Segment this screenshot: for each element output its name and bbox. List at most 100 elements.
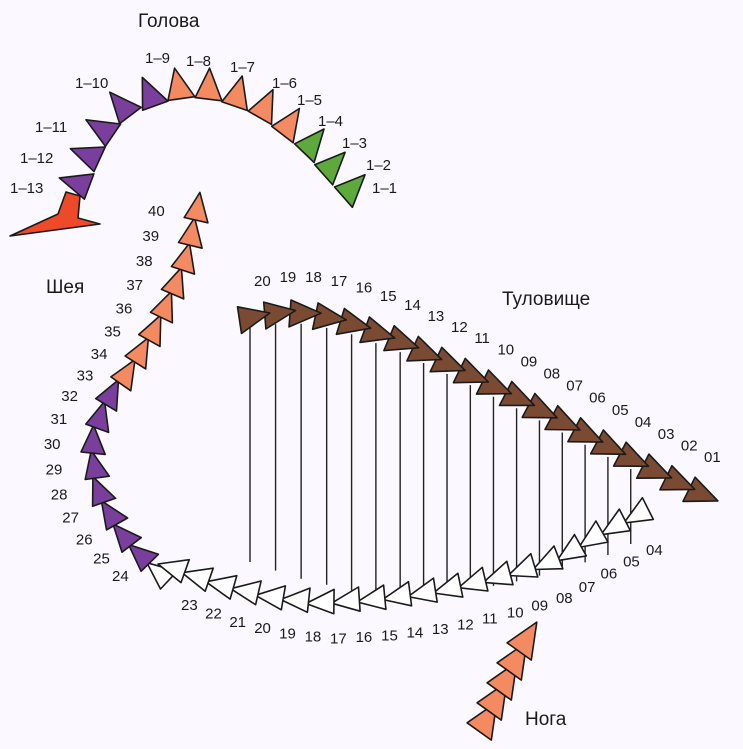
body-bottom-module — [383, 582, 412, 606]
body-top-module-label: 17 — [331, 273, 348, 290]
head-module — [315, 152, 345, 185]
head-module — [195, 68, 222, 101]
body-bottom-module-label: 14 — [407, 624, 424, 641]
neck-module-label: 29 — [46, 461, 63, 478]
head-module — [272, 109, 300, 143]
neck-module-label: 36 — [116, 301, 133, 318]
body-bottom-module — [484, 561, 514, 584]
body-top-module-label: 09 — [521, 353, 538, 370]
section-label-leg: Нога — [525, 709, 567, 730]
neck-module-label: 39 — [142, 228, 159, 245]
head-module — [70, 147, 105, 172]
body-top-module-label: 20 — [254, 273, 271, 290]
body-top-module-label: 12 — [451, 319, 468, 336]
body-bottom-module-label: 17 — [330, 631, 347, 648]
neck-module — [151, 291, 173, 322]
head-module-label: 1–6 — [272, 75, 297, 92]
body-bottom-module — [408, 578, 437, 602]
neck-module-label: 31 — [50, 411, 67, 428]
neck-module — [93, 477, 116, 507]
neck-module-label: 30 — [44, 436, 61, 453]
body-bottom-module-label: 20 — [254, 620, 271, 637]
body-top-module-label: 02 — [681, 437, 698, 454]
body-bottom-module-label: 04 — [646, 542, 663, 559]
head-module-label: 1–2 — [366, 157, 391, 174]
body-bottom-module — [433, 573, 462, 597]
neck-module — [96, 380, 119, 411]
head-module-label: 1–1 — [372, 180, 397, 197]
number-labels: 1–11–21–31–41–51–61–71–81–91–101–111–121… — [10, 50, 721, 648]
neck-module — [171, 243, 194, 274]
body-bottom-module-label: 08 — [556, 590, 573, 607]
body-top-module-label: 16 — [356, 279, 373, 296]
head-module-label: 1–4 — [318, 113, 343, 130]
neck-module — [86, 401, 109, 432]
head-module-label: 1–11 — [35, 119, 67, 136]
neck-modules — [81, 192, 208, 589]
head-module — [110, 92, 141, 123]
neck-module — [101, 501, 127, 530]
head-module — [335, 175, 366, 208]
body-bottom-module — [182, 568, 213, 591]
body-top-module-label: 08 — [543, 365, 560, 382]
neck-module-label: 28 — [51, 487, 68, 504]
body-bottom-module — [332, 587, 361, 611]
body-bottom-module-label: 06 — [601, 565, 618, 582]
neck-module-label: 25 — [93, 550, 110, 567]
body-bottom-module-label: 21 — [229, 614, 246, 631]
neck-module-label: 35 — [104, 324, 121, 341]
neck-module-label: 37 — [126, 277, 143, 294]
body-bottom-module-label: 19 — [279, 625, 296, 642]
head-module-label: 1–7 — [230, 59, 255, 76]
neck-module-label: 38 — [136, 253, 153, 270]
body-bottom-module-label: 18 — [305, 628, 322, 645]
body-bottom-module-label: 09 — [531, 597, 548, 614]
body-top-module-label: 01 — [704, 449, 721, 466]
body-top-module-label: 15 — [380, 288, 397, 305]
head-module-label: 1–9 — [145, 50, 170, 67]
body-bottom-module — [357, 585, 386, 609]
body-top-module-label: 03 — [658, 426, 675, 443]
body-bottom-module — [206, 576, 237, 599]
body-top-module-label: 10 — [497, 342, 514, 359]
body-top-module-label: 07 — [566, 378, 583, 395]
head-module-label: 1–5 — [297, 92, 322, 109]
head-module — [248, 90, 273, 125]
body-bottom-module-label: 07 — [579, 579, 596, 596]
head-module-label: 1–12 — [20, 150, 53, 167]
body-bottom-module-label: 13 — [432, 621, 449, 638]
neck-module-label: 26 — [76, 531, 93, 548]
neck-module-label: 32 — [61, 388, 78, 405]
head-module-label: 1–3 — [342, 135, 367, 152]
body-bottom-module-label: 15 — [381, 627, 398, 644]
body-bottom-module — [579, 521, 608, 547]
body-bottom-module — [624, 498, 653, 523]
body-bottom-module-label: 23 — [181, 597, 198, 614]
section-label-neck: Шея — [46, 277, 84, 298]
body-bottom-module-label: 05 — [623, 553, 640, 570]
body-top-module-label: 18 — [305, 269, 322, 286]
body-top-module-label: 19 — [280, 269, 297, 286]
body-bottom-module — [508, 554, 538, 577]
section-label-head: Голова — [138, 11, 200, 32]
neck-module-label: 33 — [77, 367, 94, 384]
head-module — [142, 77, 168, 110]
body-bottom-module-label: 11 — [482, 611, 498, 628]
neck-module-label: 27 — [62, 509, 79, 526]
body-bottom-module — [459, 567, 488, 591]
body-bottom-module — [557, 535, 586, 561]
body-top-module-label: 06 — [589, 390, 606, 407]
body-bottom-module — [601, 509, 630, 535]
body-bottom-module-label: 22 — [205, 606, 222, 623]
body-bottom-module-label: 10 — [507, 605, 524, 622]
head-module-label: 1–8 — [186, 53, 211, 70]
neck-module — [184, 192, 208, 222]
beak-module — [10, 192, 100, 236]
section-label-body: Туловище — [502, 289, 590, 310]
body-top-module-label: 05 — [612, 402, 629, 419]
body-top-module-label: 04 — [635, 414, 652, 431]
neck-module — [161, 268, 183, 299]
body-bottom-module-label: 16 — [356, 629, 373, 646]
body-top-module-label: 11 — [474, 330, 490, 347]
